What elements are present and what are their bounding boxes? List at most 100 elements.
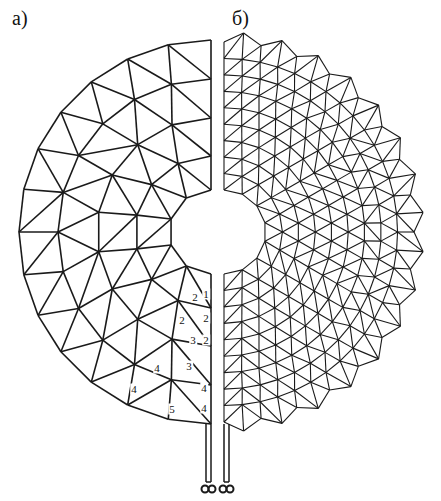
mesh-edge bbox=[170, 219, 172, 245]
mesh-edge bbox=[242, 351, 259, 355]
mesh-edge bbox=[364, 205, 378, 223]
mesh-edge bbox=[258, 279, 273, 288]
mesh-edge bbox=[353, 105, 379, 116]
mesh-edge bbox=[326, 372, 351, 386]
mesh-edge bbox=[224, 190, 242, 194]
mesh-edge bbox=[325, 112, 338, 125]
mesh-edge bbox=[328, 197, 343, 206]
mesh-edge bbox=[331, 241, 347, 250]
mesh-edge bbox=[297, 407, 319, 409]
mesh-edge bbox=[258, 334, 259, 351]
mesh-edge bbox=[171, 339, 173, 380]
mesh-edge bbox=[353, 116, 364, 130]
mesh-edge bbox=[291, 127, 305, 138]
mesh-edge bbox=[138, 125, 172, 145]
mesh-edge bbox=[314, 232, 316, 250]
mesh-edge bbox=[280, 205, 294, 213]
mesh-edge bbox=[397, 250, 423, 251]
mesh-edge bbox=[329, 142, 333, 165]
mesh-edge bbox=[265, 241, 271, 266]
mesh-edge bbox=[224, 288, 242, 307]
mesh-edge bbox=[278, 73, 295, 84]
mesh-edge bbox=[98, 212, 100, 252]
panel-label: б) bbox=[232, 8, 249, 28]
mesh-edge bbox=[258, 279, 260, 298]
mesh-edge bbox=[271, 176, 273, 198]
mesh-edge bbox=[224, 91, 242, 92]
mesh-edge bbox=[258, 96, 259, 113]
mesh-edge bbox=[258, 266, 271, 279]
mesh-edge bbox=[282, 408, 297, 424]
mesh-edge bbox=[310, 82, 312, 101]
mesh-edge bbox=[294, 372, 295, 390]
mesh-edge bbox=[242, 305, 259, 317]
mesh-edge bbox=[286, 275, 289, 297]
mesh-edge bbox=[292, 92, 295, 109]
mesh-edge bbox=[224, 404, 242, 406]
mesh-edge bbox=[61, 82, 91, 112]
mesh-edge bbox=[78, 252, 98, 309]
mesh-edge bbox=[276, 363, 295, 373]
mesh-edge bbox=[320, 129, 332, 142]
mesh-edge bbox=[358, 170, 368, 189]
mesh-edge bbox=[278, 397, 297, 407]
mesh-edge bbox=[276, 92, 295, 102]
mesh-edge bbox=[337, 275, 358, 283]
mesh-edge bbox=[223, 42, 224, 190]
mesh-edge bbox=[291, 337, 293, 356]
mesh-edge bbox=[314, 214, 332, 223]
mesh-edge bbox=[340, 361, 358, 366]
mesh-edge bbox=[326, 361, 340, 372]
mesh-edge bbox=[298, 223, 299, 241]
mesh-edge bbox=[257, 258, 259, 279]
mesh-edge bbox=[280, 232, 283, 250]
mesh-edge bbox=[375, 277, 390, 286]
mesh-edge bbox=[320, 112, 325, 130]
mesh-edge bbox=[325, 103, 340, 112]
mesh-edge bbox=[318, 299, 329, 313]
mesh-edge bbox=[362, 206, 364, 224]
mesh-edge bbox=[307, 335, 321, 346]
mesh-edge bbox=[364, 240, 380, 241]
mesh-edge bbox=[274, 176, 286, 190]
mesh-edge bbox=[307, 118, 321, 129]
mesh-edge bbox=[289, 159, 304, 167]
mesh-edge bbox=[265, 214, 280, 223]
mesh-edge bbox=[351, 292, 360, 311]
mesh-edge bbox=[332, 322, 338, 340]
mesh-edge bbox=[300, 283, 314, 291]
mesh-edge bbox=[364, 241, 378, 259]
mesh-edge bbox=[290, 127, 292, 146]
mesh-edge bbox=[244, 33, 261, 46]
mesh-edge bbox=[224, 159, 242, 173]
mesh-edge bbox=[362, 187, 374, 206]
mesh-edge bbox=[242, 270, 243, 288]
mesh-edge bbox=[394, 194, 411, 196]
mesh-edge bbox=[340, 77, 351, 103]
mesh-edge bbox=[259, 363, 276, 368]
mesh-edge bbox=[360, 311, 364, 334]
mesh-edge bbox=[343, 267, 358, 275]
mesh-edge bbox=[353, 98, 358, 116]
roller-support bbox=[202, 486, 209, 493]
mesh-edge bbox=[286, 189, 309, 197]
element-number: 3 bbox=[189, 335, 197, 346]
mesh-edge bbox=[414, 212, 423, 232]
mesh-edge bbox=[410, 195, 423, 212]
mesh-edge bbox=[242, 166, 259, 177]
mesh-edge bbox=[259, 101, 276, 113]
mesh-edge bbox=[286, 181, 300, 189]
mesh-edge bbox=[242, 176, 243, 194]
mesh-edge bbox=[259, 96, 276, 101]
mesh-edge bbox=[347, 214, 348, 232]
mesh-edge bbox=[330, 387, 351, 390]
mesh-edge bbox=[224, 76, 242, 91]
mesh-edge bbox=[382, 126, 400, 137]
mesh-edge bbox=[128, 405, 169, 419]
mesh-edge bbox=[128, 380, 172, 405]
mesh-edge bbox=[389, 268, 394, 286]
mesh-edge bbox=[398, 231, 414, 232]
mesh-edge bbox=[242, 334, 259, 338]
mesh-edge bbox=[358, 258, 362, 275]
mesh-edge bbox=[294, 197, 308, 205]
